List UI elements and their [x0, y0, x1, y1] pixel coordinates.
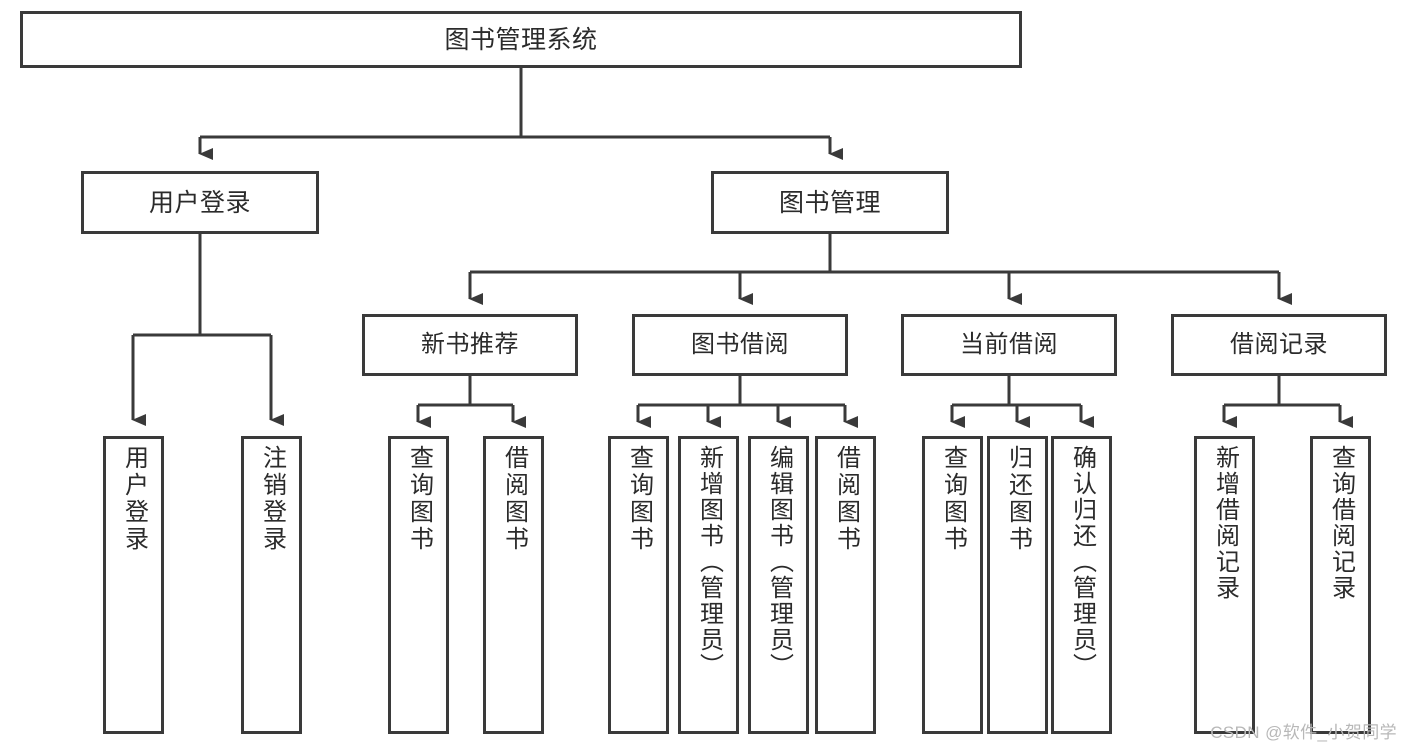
leaf-confirm-return[interactable]: 确认归还（管理员） [1051, 436, 1112, 734]
leaf-add-book[interactable]: 新增图书（管理员） [678, 436, 739, 734]
leaf-return-book[interactable]: 归还图书 [987, 436, 1048, 734]
node-book-borrow-label: 图书借阅 [691, 330, 789, 358]
node-user-login[interactable]: 用户登录 [81, 171, 319, 234]
leaf-borrow-book-1[interactable]: 借阅图书 [483, 436, 544, 734]
leaf-edit-book[interactable]: 编辑图书（管理员） [748, 436, 809, 734]
leaf-borrow-book-1-label: 借阅图书 [500, 445, 528, 553]
node-borrow-record[interactable]: 借阅记录 [1171, 314, 1387, 376]
node-root-label: 图书管理系统 [444, 25, 598, 54]
leaf-return-book-label: 归还图书 [1004, 445, 1032, 553]
leaf-add-record[interactable]: 新增借阅记录 [1194, 436, 1255, 734]
leaf-query-record[interactable]: 查询借阅记录 [1310, 436, 1371, 734]
leaf-query-book-2[interactable]: 查询图书 [608, 436, 669, 734]
leaf-logout-login[interactable]: 注销登录 [241, 436, 302, 734]
node-book-borrow[interactable]: 图书借阅 [632, 314, 848, 376]
leaf-query-book-3-label: 查询图书 [939, 445, 967, 553]
node-root[interactable]: 图书管理系统 [20, 11, 1022, 68]
leaf-confirm-return-label: 确认归还（管理员） [1068, 445, 1096, 679]
leaf-query-book-3[interactable]: 查询图书 [922, 436, 983, 734]
leaf-add-record-label: 新增借阅记录 [1211, 445, 1239, 601]
node-borrow-record-label: 借阅记录 [1230, 330, 1328, 358]
node-book-management[interactable]: 图书管理 [711, 171, 949, 234]
leaf-add-book-label: 新增图书（管理员） [695, 445, 723, 679]
leaf-logout-login-label: 注销登录 [258, 445, 286, 553]
node-current-borrow[interactable]: 当前借阅 [901, 314, 1117, 376]
leaf-query-book-2-label: 查询图书 [625, 445, 653, 553]
leaf-borrow-book-2[interactable]: 借阅图书 [815, 436, 876, 734]
leaf-user-login-label: 用户登录 [120, 445, 148, 553]
leaf-edit-book-label: 编辑图书（管理员） [765, 445, 793, 679]
node-current-borrow-label: 当前借阅 [960, 330, 1058, 358]
node-new-book-recommend[interactable]: 新书推荐 [362, 314, 578, 376]
leaf-user-login[interactable]: 用户登录 [103, 436, 164, 734]
leaf-query-record-label: 查询借阅记录 [1327, 445, 1355, 601]
leaf-query-book-1[interactable]: 查询图书 [388, 436, 449, 734]
leaf-borrow-book-2-label: 借阅图书 [832, 445, 860, 553]
node-book-management-label: 图书管理 [778, 188, 881, 217]
leaf-query-book-1-label: 查询图书 [405, 445, 433, 553]
node-new-book-recommend-label: 新书推荐 [421, 330, 519, 358]
node-user-login-label: 用户登录 [148, 188, 251, 217]
